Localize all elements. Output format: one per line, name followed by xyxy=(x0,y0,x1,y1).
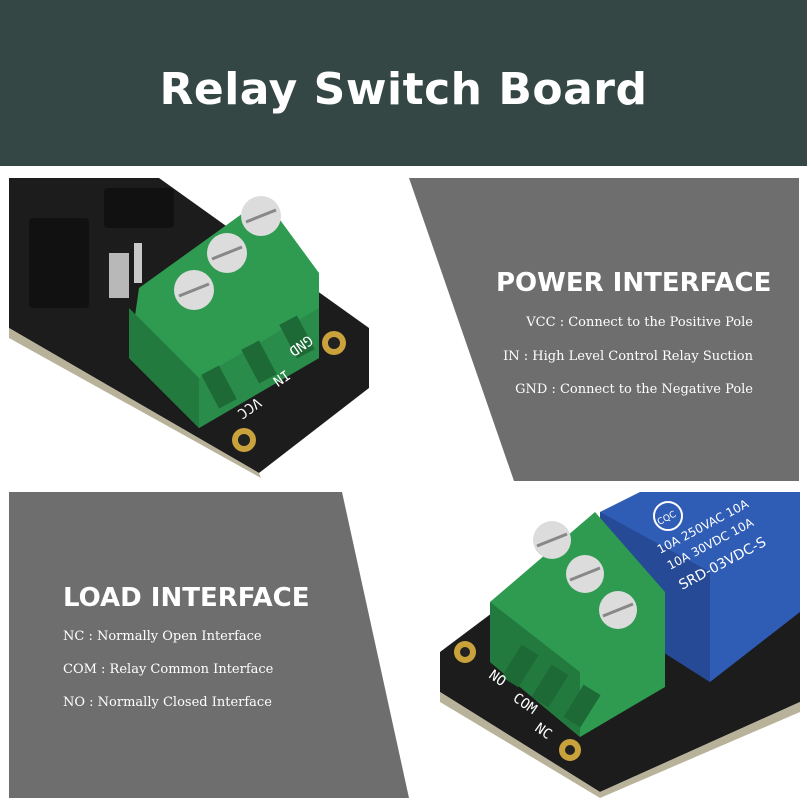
power-line-in: IN : High Level Control Relay Suction xyxy=(503,349,753,364)
load-line-nc: NC : Normally Open Interface xyxy=(63,629,262,644)
power-interface-panel: POWER INTERFACE VCC : Connect to the Pos… xyxy=(409,178,799,481)
load-interface-panel: LOAD INTERFACE NC : Normally Open Interf… xyxy=(9,492,409,798)
load-line-com: COM : Relay Common Interface xyxy=(63,662,274,677)
load-terminal-photo: CQC 10A 250VAC 10A 10A 30VDC 10A SRD-03V… xyxy=(420,492,800,798)
page-title: Relay Switch Board xyxy=(159,64,648,115)
load-line-no: NO : Normally Closed Interface xyxy=(63,695,272,710)
power-line-vcc: VCC : Connect to the Positive Pole xyxy=(526,315,753,330)
pin-label-nc: NC xyxy=(532,720,555,743)
load-interface-heading: LOAD INTERFACE xyxy=(63,583,310,613)
pin-label-in: IN xyxy=(270,366,293,389)
power-line-gnd: GND : Connect to the Negative Pole xyxy=(515,382,753,397)
pin-label-no: NO xyxy=(486,667,509,690)
power-interface-heading: POWER INTERFACE xyxy=(496,268,772,298)
power-terminal-photo: GND IN VCC xyxy=(9,178,404,478)
header-banner: Relay Switch Board xyxy=(0,0,807,166)
